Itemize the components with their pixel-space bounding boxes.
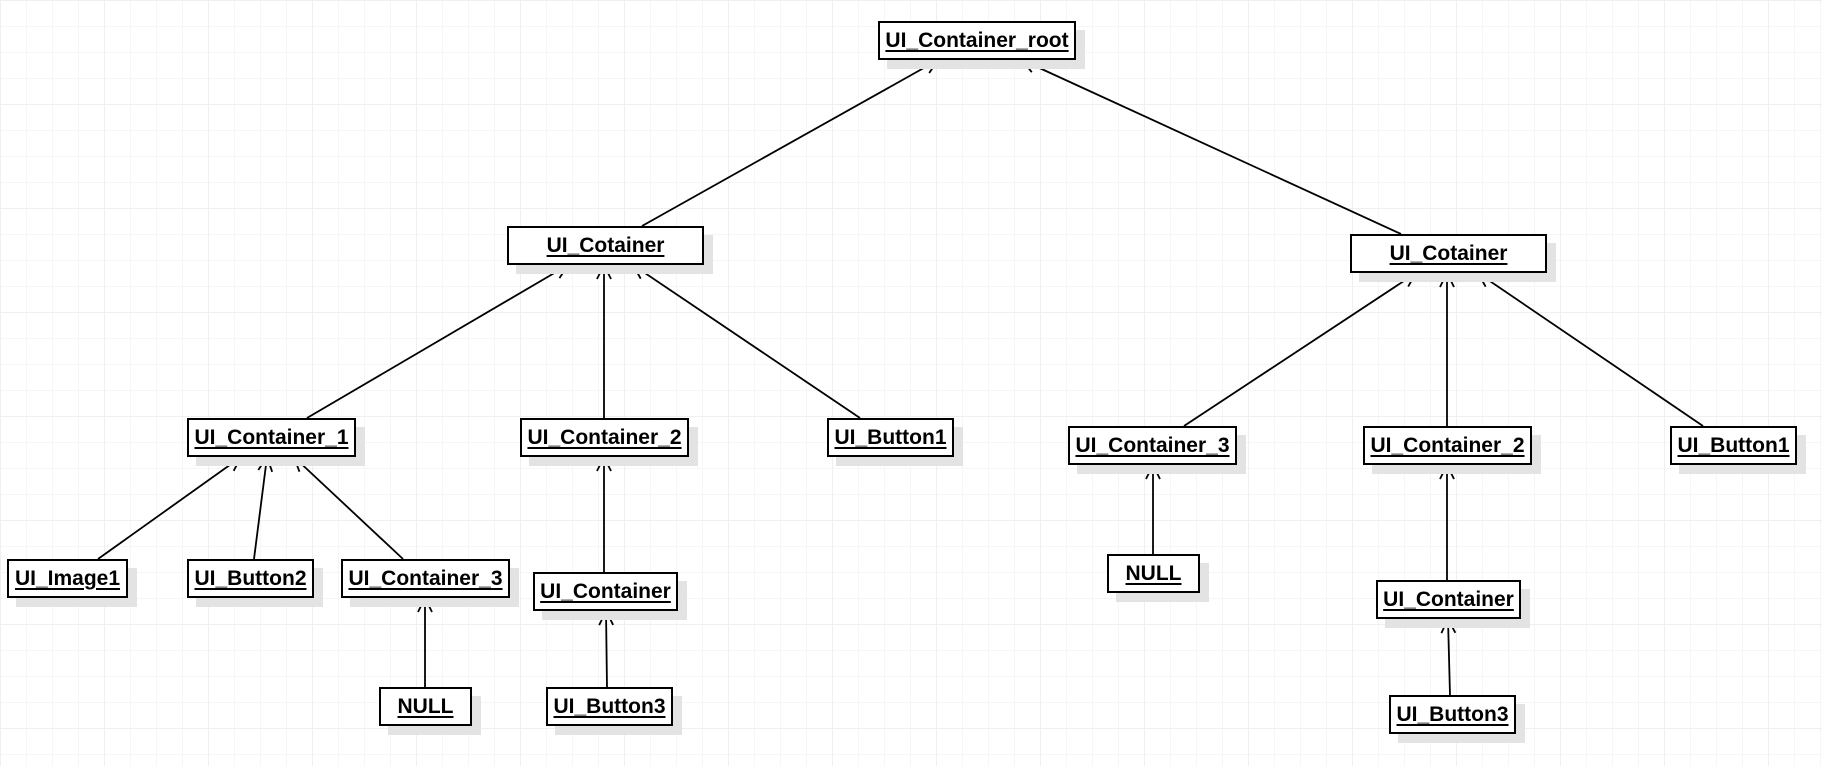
node-ui-button3-right[interactable]: UI_Button3 xyxy=(1389,695,1516,734)
node-label: UI_Container_3 xyxy=(1075,433,1230,457)
edge-arrow xyxy=(1439,270,1455,426)
node-label: UI_Button3 xyxy=(553,694,666,718)
node-ui-container-right[interactable]: UI_Container xyxy=(1376,580,1521,619)
node-label: UI_Container_3 xyxy=(348,566,503,590)
node-label: UI_Cotainer xyxy=(1389,241,1508,265)
edge-line xyxy=(1021,59,1402,235)
edge-line xyxy=(97,456,242,560)
node-label: UI_Image1 xyxy=(14,566,121,590)
edge-arrow xyxy=(1476,271,1704,427)
node-ui-button3-left[interactable]: UI_Button3 xyxy=(546,687,673,726)
arrowhead-icon xyxy=(1440,616,1457,634)
edge-line xyxy=(641,59,939,227)
edge-arrow xyxy=(97,455,243,560)
edge-arrow xyxy=(598,608,614,688)
arrowhead-icon xyxy=(596,262,612,280)
node-label: UI_Container_2 xyxy=(1370,433,1525,457)
arrowhead-icon xyxy=(417,595,433,613)
arrowhead-icon xyxy=(596,454,612,472)
node-label: UI_Button1 xyxy=(834,425,947,449)
arrowhead-icon xyxy=(1400,271,1418,288)
edge-line xyxy=(1447,618,1451,696)
edge-arrow xyxy=(596,454,612,572)
arrowhead-icon xyxy=(1439,462,1455,480)
node-null-left[interactable]: NULL xyxy=(379,687,472,726)
node-ui-container-root[interactable]: UI_Container_root xyxy=(878,21,1076,60)
node-label: UI_Container_2 xyxy=(527,425,682,449)
node-ui-container-left[interactable]: UI_Container xyxy=(533,572,678,611)
edge-arrow xyxy=(1439,462,1455,580)
node-ui-image1[interactable]: UI_Image1 xyxy=(7,559,128,598)
node-label: NULL xyxy=(397,694,454,718)
edge-line xyxy=(605,610,608,688)
edge-arrow xyxy=(596,262,612,418)
node-label: UI_Button1 xyxy=(1677,433,1790,457)
node-ui-container-3-left[interactable]: UI_Container_3 xyxy=(341,559,510,598)
arrowhead-icon xyxy=(225,455,243,472)
node-ui-button1-left[interactable]: UI_Button1 xyxy=(827,418,954,457)
node-ui-container-1[interactable]: UI_Container_1 xyxy=(187,418,356,457)
edge-line xyxy=(1183,272,1417,427)
arrowhead-icon xyxy=(631,263,649,280)
node-label: UI_Container_root xyxy=(885,28,1069,52)
edge-arrow xyxy=(417,595,433,687)
edge-arrow xyxy=(631,263,861,419)
edge-arrow xyxy=(1440,616,1457,696)
edge-arrow xyxy=(641,59,940,227)
arrowhead-icon xyxy=(292,455,310,472)
edge-arrow xyxy=(1145,462,1161,554)
node-ui-button1-right[interactable]: UI_Button1 xyxy=(1670,426,1797,465)
edge-arrow xyxy=(1183,271,1418,427)
edge-line xyxy=(306,264,569,419)
edge-arrow xyxy=(292,455,404,560)
node-ui-cotainer-right[interactable]: UI_Cotainer xyxy=(1350,234,1547,273)
node-label: UI_Button3 xyxy=(1396,702,1509,726)
node-ui-cotainer-left[interactable]: UI_Cotainer xyxy=(507,226,704,265)
arrowhead-icon xyxy=(552,263,570,279)
node-ui-container-3-right[interactable]: UI_Container_3 xyxy=(1068,426,1237,465)
node-label: UI_Container_1 xyxy=(194,425,349,449)
node-ui-button2[interactable]: UI_Button2 xyxy=(187,559,314,598)
arrowhead-icon xyxy=(922,59,940,74)
arrowhead-icon xyxy=(598,608,614,626)
arrowhead-icon xyxy=(1476,271,1494,288)
node-label: NULL xyxy=(1125,561,1182,585)
node-ui-container-2-right[interactable]: UI_Container_2 xyxy=(1363,426,1532,465)
node-label: UI_Container xyxy=(540,579,671,603)
node-null-right[interactable]: NULL xyxy=(1107,554,1200,593)
edge-line xyxy=(1477,272,1704,427)
edge-arrow xyxy=(253,455,274,560)
arrowhead-icon xyxy=(257,455,274,473)
edge-line xyxy=(253,456,268,560)
node-label: UI_Container xyxy=(1383,587,1514,611)
edge-arrow xyxy=(306,263,570,419)
edge-arrow xyxy=(1020,58,1402,235)
edge-line xyxy=(293,456,404,560)
node-label: UI_Cotainer xyxy=(546,233,665,257)
edge-line xyxy=(632,264,861,419)
node-label: UI_Button2 xyxy=(194,566,307,590)
node-ui-container-2-left[interactable]: UI_Container_2 xyxy=(520,418,689,457)
arrowhead-icon xyxy=(1145,462,1161,480)
arrowhead-icon xyxy=(1439,270,1455,288)
